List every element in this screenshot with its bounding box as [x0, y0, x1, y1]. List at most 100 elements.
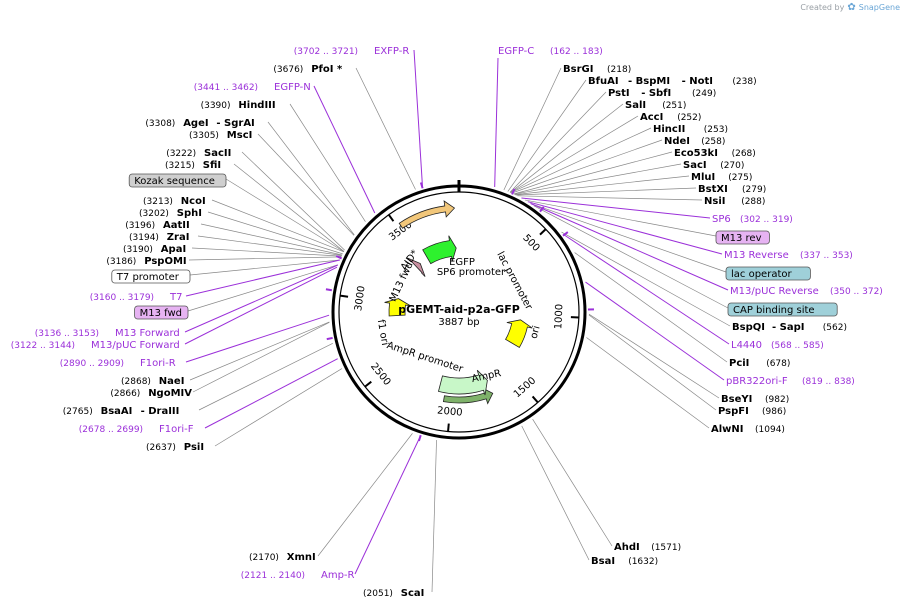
leader-line: [189, 321, 330, 381]
feature-box-text: T7 promoter: [116, 272, 180, 283]
feature-box-text: M13 fwd: [140, 308, 182, 319]
feature-label-sp6-promoter: SP6 promoter: [437, 267, 506, 278]
label-name: BseYI: [721, 394, 752, 405]
leader-line: [207, 211, 343, 255]
label-position: (3196): [125, 221, 155, 231]
site-label-m13-puc-forward: (3122 .. 3144)M13/pUC Forward: [11, 340, 180, 351]
site-label-bspqi: BspQI- SapI(562): [732, 322, 847, 333]
label-name: F1ori-R: [140, 358, 176, 369]
snapgene-logo-icon: ✿: [847, 2, 856, 13]
leader-line: [225, 178, 345, 252]
label-name: PspOMI: [144, 256, 186, 267]
label-name: pBR322ori-F: [726, 376, 788, 387]
label-alt: - SgrAI: [216, 118, 254, 129]
label-name: M13/pUC Reverse: [730, 286, 819, 297]
leader-line: [185, 259, 340, 297]
site-label-egfp-c: EGFP-C(162 .. 183): [498, 46, 603, 57]
ring-tick-label: 2000: [437, 405, 463, 418]
feature-box: [727, 302, 838, 317]
label-name: M13 Reverse: [724, 250, 789, 261]
label-name: NsiI: [704, 196, 725, 207]
label-position: (1094): [755, 425, 785, 435]
leader-line: [184, 266, 338, 345]
leader-line: [187, 264, 338, 312]
label-name: PspFI: [718, 406, 749, 417]
label-name: PfoI *: [311, 64, 343, 75]
site-label-pbr322ori-f: pBR322ori-F (819 .. 838): [726, 376, 855, 387]
label-position: (3190): [123, 245, 153, 255]
leader-line: [585, 281, 725, 381]
feature-arrow-ori: [505, 319, 533, 348]
label-position: (252): [677, 113, 701, 123]
ring-tick-label: 2500: [368, 361, 392, 388]
site-label-psti: PstI- SbfI(249): [608, 88, 716, 99]
site-label-egfp-n: (3441 .. 3462)EGFP-N: [194, 82, 311, 93]
label-position: (2868): [121, 377, 151, 387]
label-name: BsaI: [591, 556, 615, 567]
label-name: SphI: [177, 208, 202, 219]
label-name: T7: [169, 292, 182, 303]
site-label-m13-fwd: M13 fwd: [134, 305, 189, 320]
ring-tick: [387, 214, 395, 222]
ring-tick: [339, 294, 349, 298]
label-position: (3390): [201, 101, 231, 111]
feature-box: [111, 269, 191, 284]
site-labels: BsrGI(218)BfuAI- BspMI- NotI(238)PstI- S…: [11, 46, 883, 599]
site-label-alwni: AlwNI(1094): [711, 424, 785, 435]
label-position: (253): [704, 125, 728, 135]
leader-line: [586, 337, 710, 429]
leader-line: [354, 435, 421, 575]
leader-line: [313, 85, 376, 214]
leader-line: [192, 322, 330, 393]
label-name: ZraI: [167, 232, 190, 243]
site-label-pfoi-: (3676)PfoI *: [273, 64, 343, 75]
site-label-hincii: HincII(253): [653, 124, 728, 135]
label-name: BstXI: [698, 184, 728, 195]
site-label-sali: SalI(251): [625, 100, 686, 111]
label-name: NaeI: [159, 376, 185, 387]
ring-tick-label: 1500: [512, 375, 538, 400]
site-label-t7: (3160 .. 3179) T7: [90, 292, 183, 303]
leader-line: [507, 79, 587, 192]
label-position: (249): [692, 89, 716, 99]
label-position: (288): [741, 197, 765, 207]
label-name: EGFP-N: [274, 82, 311, 93]
label-alt: - NotI: [682, 76, 713, 87]
label-position: (2890 .. 2909): [60, 359, 124, 369]
leader-line: [527, 201, 723, 255]
leader-line: [431, 440, 437, 593]
label-name: ApaI: [161, 244, 186, 255]
label-alt: - BspMI: [628, 76, 670, 87]
label-position: (819 .. 838): [802, 377, 855, 387]
label-position: (218): [607, 65, 631, 75]
leader-line: [257, 133, 355, 236]
leader-line: [211, 199, 344, 253]
leader-line: [241, 151, 345, 251]
label-position: (568 .. 585): [771, 341, 824, 351]
label-position: (3160 .. 3179): [90, 293, 154, 303]
site-label-m13-forward: (3136 .. 3153)M13 Forward: [35, 328, 180, 339]
label-position: (562): [823, 323, 847, 333]
site-label-bseyi: BseYI(982): [721, 394, 789, 405]
primer-site-marker: [539, 206, 545, 213]
leader-line: [574, 252, 728, 363]
label-position: (2637): [146, 443, 176, 453]
leader-line: [533, 205, 729, 309]
site-label-cap-binding-site: CAP binding site: [727, 302, 838, 317]
label-alt: - DraIII: [141, 406, 180, 417]
leader-line: [563, 233, 730, 345]
site-label-agei: (3308)AgeI- SgrAI: [145, 118, 254, 129]
leader-lines: [184, 49, 731, 593]
feature-box: [134, 305, 189, 320]
primer-site-marker: [562, 231, 569, 237]
label-name: BsaAI: [101, 406, 133, 417]
site-label-psii: (2637)PsiI: [146, 442, 204, 453]
label-name: L4440: [731, 340, 762, 351]
label-name: SfiI: [203, 160, 221, 171]
label-position: (2678 .. 2699): [79, 425, 143, 435]
ring-tick: [364, 380, 372, 388]
site-label-mlui: MluI(275): [691, 172, 752, 183]
plasmid-center: pGEMT-aid-p2a-GFP 3887 bp: [398, 303, 520, 328]
label-position: (986): [762, 407, 786, 417]
